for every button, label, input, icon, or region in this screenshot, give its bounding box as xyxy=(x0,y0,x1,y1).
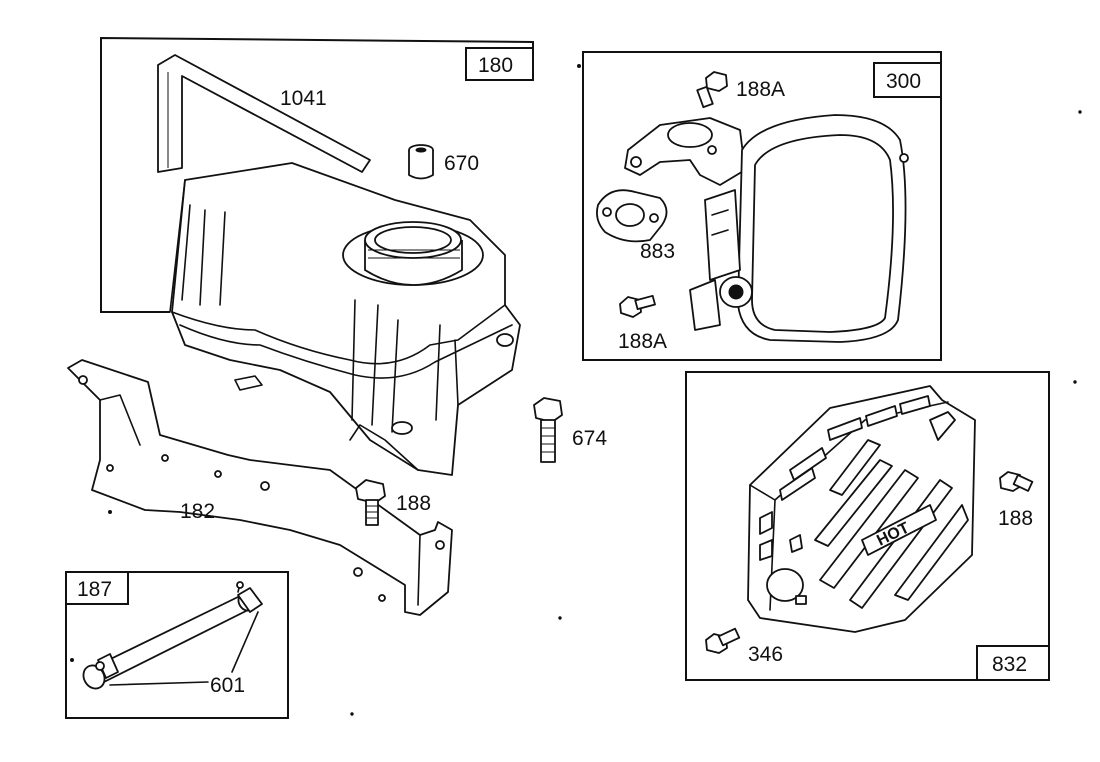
fuel-strap-1041 xyxy=(157,54,371,173)
fuel-tank xyxy=(169,162,521,476)
gasket-883 xyxy=(596,189,668,243)
part-label-346: 346 xyxy=(748,643,783,666)
scan-specks xyxy=(70,64,1082,716)
muffler-guard: HOT xyxy=(747,385,976,633)
part-label-182: 182 xyxy=(180,500,215,523)
bushing-670 xyxy=(408,144,434,180)
bracket-182 xyxy=(67,359,453,616)
group-300: 300 188A 88 xyxy=(582,51,942,361)
part-label-1041: 1041 xyxy=(280,87,327,110)
group-187: 187 601 xyxy=(65,571,289,719)
bolt-188-mid xyxy=(355,479,386,526)
group-832-tag xyxy=(976,645,1050,681)
group-832-frame xyxy=(685,371,1050,681)
group-180-tag xyxy=(465,47,534,81)
part-label-188-mid: 188 xyxy=(396,492,431,515)
group-180-label: 180 xyxy=(478,54,513,77)
part-label-674: 674 xyxy=(572,427,607,450)
group-832-label: 832 xyxy=(992,653,1027,676)
part-label-188-right: 188 xyxy=(998,507,1033,530)
part-label-188a-bot: 188A xyxy=(618,330,667,353)
part-label-670: 670 xyxy=(444,152,479,175)
group-187-label: 187 xyxy=(77,578,112,601)
part-label-883: 883 xyxy=(640,240,675,263)
group-832: 832 HOT xyxy=(685,371,1050,681)
bolt-188-right xyxy=(999,471,1034,492)
group-180: 180 1041 670 xyxy=(67,36,607,616)
group-300-tag xyxy=(873,62,942,98)
bolt-188a-bot xyxy=(619,294,656,318)
muffler xyxy=(624,114,909,343)
group-187-tag xyxy=(65,571,129,605)
bolt-346 xyxy=(705,627,741,654)
part-label-601: 601 xyxy=(210,674,245,697)
hose-clamp-left xyxy=(95,653,119,679)
hose-clamp-right xyxy=(236,581,263,613)
group-300-frame xyxy=(582,51,942,361)
screw-674 xyxy=(533,397,563,463)
group-187-frame xyxy=(65,571,289,719)
bolt-188a-top xyxy=(696,71,728,109)
part-label-188a-top: 188A xyxy=(736,78,785,101)
group-300-label: 300 xyxy=(886,70,921,93)
